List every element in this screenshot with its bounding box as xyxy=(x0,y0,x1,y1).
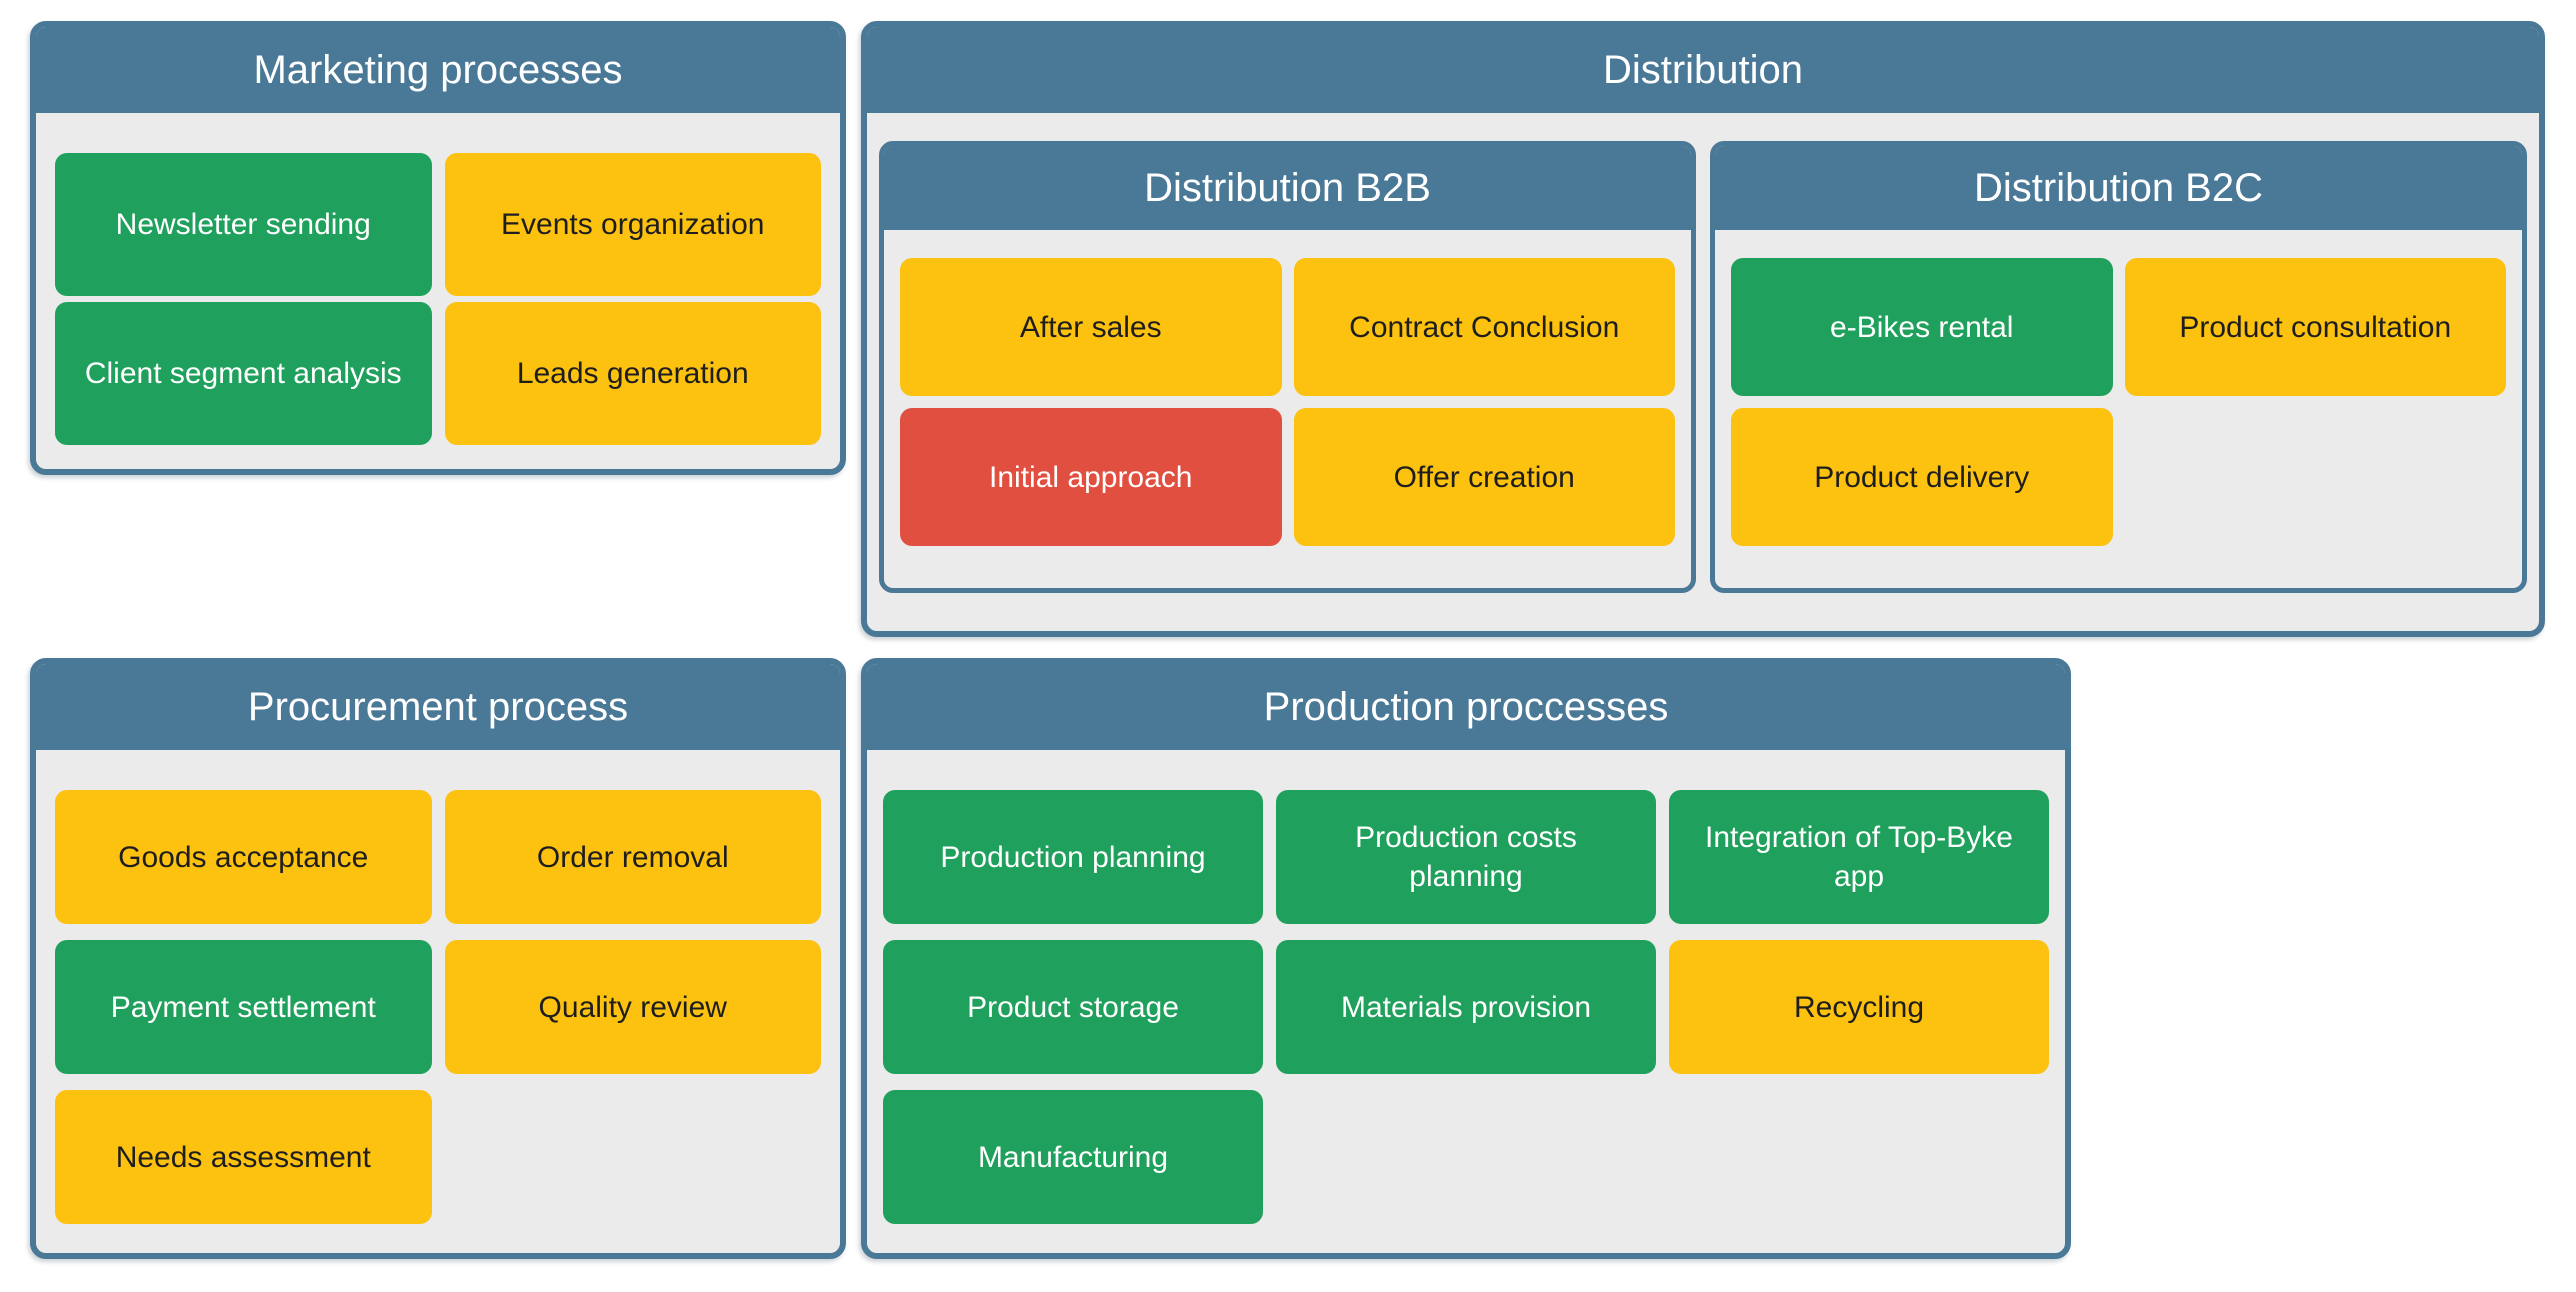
group-production-body: Production planning Production costs pla… xyxy=(867,750,2065,1244)
group-marketing-body: Newsletter sending Events organization C… xyxy=(36,113,840,465)
card-recycling[interactable]: Recycling xyxy=(1669,940,2049,1074)
subgroup-b2c-header: Distribution B2C xyxy=(1715,146,2522,230)
card-product-delivery[interactable]: Product delivery xyxy=(1731,408,2113,546)
group-production-title: Production proccesses xyxy=(1263,684,1669,729)
card-order-removal[interactable]: Order removal xyxy=(444,790,821,924)
card-contract-conclusion[interactable]: Contract Conclusion xyxy=(1293,258,1675,396)
card-initial-approach[interactable]: Initial approach xyxy=(900,408,1282,546)
card-product-storage[interactable]: Product storage xyxy=(883,940,1263,1074)
group-procurement-body: Goods acceptance Order removal Payment s… xyxy=(36,750,840,1244)
subgroup-distribution-b2b: Distribution B2B After sales Contract Co… xyxy=(879,141,1696,593)
group-procurement-title: Procurement process xyxy=(247,684,629,729)
subgroup-b2c-title: Distribution B2C xyxy=(1973,165,2263,210)
card-quality-review[interactable]: Quality review xyxy=(444,940,821,1074)
group-production-header: Production proccesses xyxy=(867,664,2065,750)
group-distribution-header: Distribution xyxy=(867,27,2539,113)
group-distribution: Distribution Distribution B2B After sale… xyxy=(861,21,2545,637)
subgroup-b2b-body: After sales Contract Conclusion Initial … xyxy=(884,230,1691,566)
card-materials-provision[interactable]: Materials provision xyxy=(1276,940,1656,1074)
card-leads-generation[interactable]: Leads generation xyxy=(444,302,821,445)
group-production-processes: Production proccesses Production plannin… xyxy=(861,658,2071,1259)
card-newsletter-sending[interactable]: Newsletter sending xyxy=(55,153,432,296)
card-after-sales[interactable]: After sales xyxy=(900,258,1282,396)
card-offer-creation[interactable]: Offer creation xyxy=(1293,408,1675,546)
group-procurement-header: Procurement process xyxy=(36,664,840,750)
subgroup-b2b-header: Distribution B2B xyxy=(884,146,1691,230)
card-needs-assessment[interactable]: Needs assessment xyxy=(55,1090,432,1224)
subgroup-b2b-title: Distribution B2B xyxy=(1144,165,1431,210)
group-procurement-process: Procurement process Goods acceptance Ord… xyxy=(30,658,846,1259)
card-manufacturing[interactable]: Manufacturing xyxy=(883,1090,1263,1224)
subgroup-distribution-b2c: Distribution B2C e-Bikes rental Product … xyxy=(1710,141,2527,593)
card-goods-acceptance[interactable]: Goods acceptance xyxy=(55,790,432,924)
card-production-costs-planning[interactable]: Production costs planning xyxy=(1276,790,1656,924)
card-product-consultation[interactable]: Product consultation xyxy=(2124,258,2506,396)
subgroup-b2c-body: e-Bikes rental Product consultation Prod… xyxy=(1715,230,2522,566)
card-client-segment-analysis[interactable]: Client segment analysis xyxy=(55,302,432,445)
card-integration-top-byke-app[interactable]: Integration of Top-Byke app xyxy=(1669,790,2049,924)
group-marketing-title: Marketing processes xyxy=(253,47,623,92)
group-distribution-body: Distribution B2B After sales Contract Co… xyxy=(867,113,2539,609)
card-production-planning[interactable]: Production planning xyxy=(883,790,1263,924)
group-marketing-processes: Marketing processes Newsletter sending E… xyxy=(30,21,846,475)
card-payment-settlement[interactable]: Payment settlement xyxy=(55,940,432,1074)
card-events-organization[interactable]: Events organization xyxy=(444,153,821,296)
group-marketing-header: Marketing processes xyxy=(36,27,840,113)
group-distribution-title: Distribution xyxy=(1602,47,1804,92)
card-ebikes-rental[interactable]: e-Bikes rental xyxy=(1731,258,2113,396)
